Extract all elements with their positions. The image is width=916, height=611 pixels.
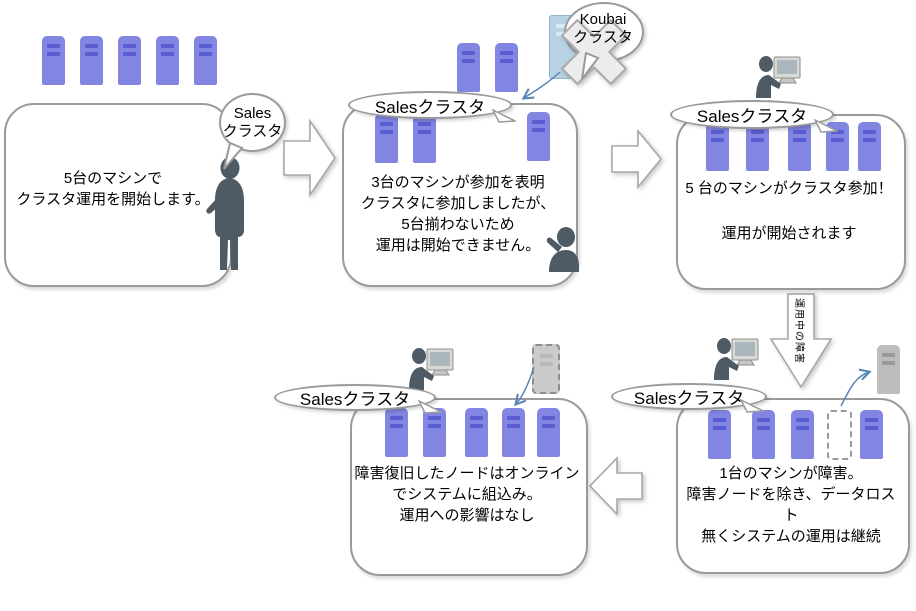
server-icon: [156, 36, 179, 85]
panel4-line: 無くシステムの運用は継続: [701, 528, 881, 545]
panel3-text: 5 台のマシンがクラスタ参加！ 運用が開始されます: [680, 178, 898, 244]
sales-callout-label: Salesクラスタ: [633, 389, 745, 408]
panel5-text: 障害復旧したノードはオンライン でシステムに組込み。 運用への影響はなし: [354, 463, 580, 526]
server-icon: [42, 36, 65, 85]
server-icon: [788, 122, 811, 171]
server-icon: [858, 122, 881, 171]
server-icon: [457, 43, 480, 92]
panel1-line: 5台のマシンで: [63, 170, 163, 187]
panel4-line: 障害ノードを除き、データロスト: [686, 486, 896, 524]
panel1-text: 5台のマシンで クラスタ運用を開始します。: [6, 168, 220, 210]
operator-computer-icon: [409, 348, 454, 390]
person-icon: [206, 157, 244, 270]
koubai-callout-text: Koubai クラスタ: [568, 11, 638, 47]
block-arrow-right-icon: [611, 128, 663, 190]
sales-cluster-callout: Salesクラスタ: [274, 384, 436, 411]
server-icon: [706, 122, 729, 171]
server-icon: [194, 36, 217, 85]
panel1-line: クラスタ運用を開始します。: [16, 191, 210, 208]
person-icon: [546, 227, 579, 272]
panel5-line: でシステムに組込み。: [392, 486, 542, 503]
server-icon: [791, 410, 814, 459]
sales-cluster-callout: Salesクラスタ: [348, 91, 512, 119]
callout-tail: [740, 399, 764, 413]
callout-tail: [492, 109, 516, 123]
sales-cluster-callout: Salesクラスタ: [611, 383, 767, 410]
recovering-server-icon: [532, 344, 560, 394]
block-arrow-right-icon: [283, 118, 336, 198]
failed-server-icon: [827, 410, 852, 460]
reject-cross-icon: [560, 18, 628, 86]
server-icon: [826, 122, 849, 171]
server-icon: [537, 408, 560, 457]
panel5-line: 障害復旧したノードはオンライン: [354, 465, 580, 482]
operator-computer-icon: [756, 56, 801, 98]
sales-bubble-line: クラスタ: [222, 122, 283, 140]
panel4-line: 1台のマシンが障害。: [719, 465, 863, 482]
block-arrow-left-icon: [588, 456, 643, 516]
server-icon: [80, 36, 103, 85]
server-icon: [465, 408, 488, 457]
server-icon: [118, 36, 141, 85]
panel3-line: 運用が開始されます: [721, 225, 857, 242]
server-icon: [708, 410, 731, 459]
server-icon: [527, 112, 550, 161]
panel3-line: 5 台のマシンがクラスタ参加！: [685, 180, 893, 197]
panel2-line: 5台揃わないため: [401, 216, 515, 233]
server-icon: [860, 410, 883, 459]
callout-tail: [814, 119, 838, 133]
speech-bubble-tail: [223, 142, 244, 170]
removed-server-icon: [877, 345, 900, 394]
server-icon: [502, 408, 525, 457]
sales-callout-label: Salesクラスタ: [696, 107, 808, 126]
server-icon: [752, 410, 775, 459]
server-icon: [413, 114, 436, 163]
speech-bubble-tail: [581, 52, 600, 80]
server-icon: [375, 114, 398, 163]
panel5-line: 運用への影響はなし: [399, 507, 535, 524]
koubai-callout-line: Koubai: [579, 11, 627, 28]
block-arrow-down-icon: [769, 293, 833, 389]
down-arrow-label: 運用中の障害: [793, 298, 804, 364]
server-icon: [423, 408, 446, 457]
operator-computer-icon: [714, 338, 759, 380]
panel2-line: 3台のマシンが参加を表明: [371, 174, 545, 191]
sales-callout-label: Salesクラスタ: [374, 97, 486, 117]
panel2-text: 3台のマシンが参加を表明 クラスタに参加しましたが、 5台揃わないため 運用は開…: [346, 172, 570, 256]
panel2-line: クラスタに参加しましたが、: [360, 195, 556, 212]
server-icon: [385, 408, 408, 457]
sales-cluster-callout: Salesクラスタ: [670, 100, 834, 129]
sales-callout-label: Salesクラスタ: [299, 390, 411, 409]
sales-cluster-bubble: Sales クラスタ: [219, 93, 286, 152]
server-icon: [746, 122, 769, 171]
koubai-callout-line: クラスタ: [573, 29, 633, 46]
callout-tail: [418, 400, 442, 414]
server-icon: [495, 43, 518, 92]
sales-bubble-line: Sales: [233, 104, 272, 122]
panel4-text: 1台のマシンが障害。 障害ノードを除き、データロスト 無くシステムの運用は継続: [680, 463, 902, 547]
panel2-line: 運用は開始できません。: [375, 237, 541, 254]
panel-start-operation: [4, 103, 232, 287]
